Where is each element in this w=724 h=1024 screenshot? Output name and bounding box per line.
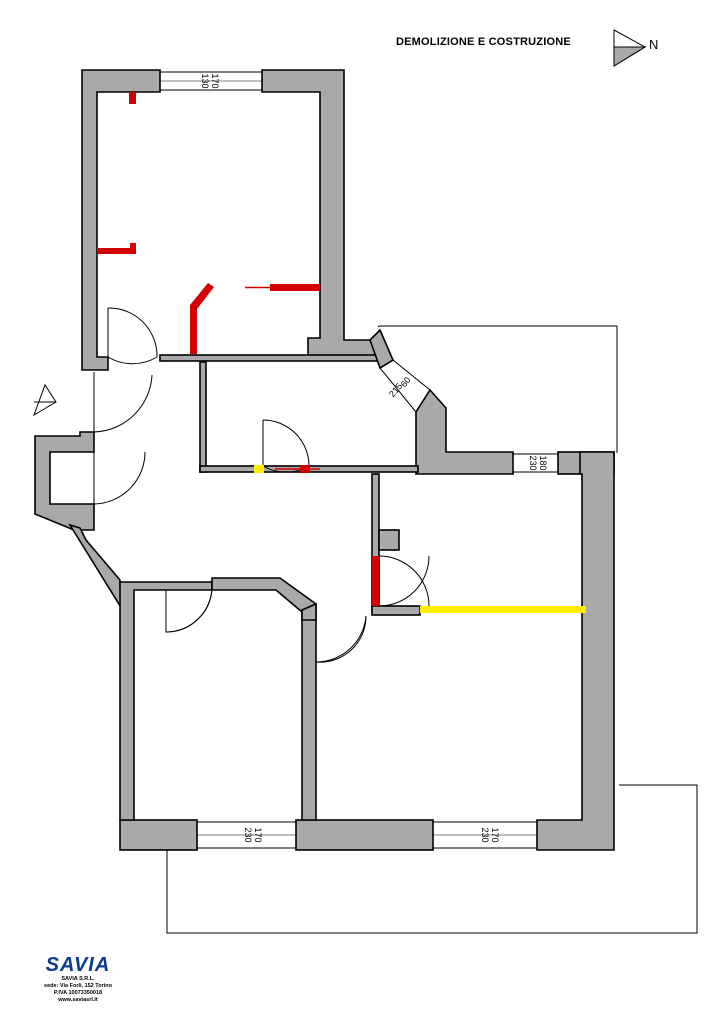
door-bottom-right-room (315, 615, 367, 663)
company-address: sede: Via Forli, 152 Torino (44, 983, 112, 989)
balcony-top-right (377, 325, 618, 453)
dim-bottom-right-window-a: 170 (490, 827, 500, 842)
wall-niche (378, 529, 400, 551)
dim-right-window-b: 230 (528, 455, 538, 470)
dim-bottom-left-window-a: 170 (253, 827, 263, 842)
wall-corridor-bottom (371, 605, 421, 616)
north-label: N (649, 37, 659, 52)
door-closet (93, 451, 146, 505)
company-website: www.saviasrl.it (58, 997, 98, 1003)
wall-top-left (81, 69, 161, 371)
wall-diagonal-block (415, 388, 514, 475)
window-top (160, 71, 262, 91)
company-name: SAVIA S.R.L. (61, 976, 95, 982)
wall-middle-top (159, 354, 391, 362)
door-entrance-upper (107, 308, 158, 365)
dim-bottom-left-window-b: 230 (243, 827, 253, 842)
company-block: SAVIA SAVIA S.R.L. sede: Via Forli, 152 … (28, 954, 128, 1004)
door-middle-room (262, 419, 310, 473)
window-right-top (513, 453, 558, 473)
wall-diagonal-upper (369, 328, 395, 370)
dim-diag-window-a: 60 (399, 375, 413, 389)
company-vat: P.IVA 10073350018 (53, 990, 103, 996)
north-arrow-icon (613, 29, 647, 67)
door-corridor (378, 555, 430, 607)
wall-middle-left (199, 361, 207, 473)
window-bottom-right (433, 821, 537, 849)
window-diagonal (379, 359, 431, 413)
demolition-marks (97, 92, 379, 606)
balcony-bottom (166, 784, 698, 934)
wall-top-right (261, 69, 395, 361)
drawing-title: DEMOLIZIONE E COSTRUZIONE (396, 36, 571, 48)
construction-marks (254, 465, 586, 613)
wall-bottom-left-right (211, 577, 317, 821)
window-bottom-left (197, 821, 296, 849)
company-logo: SAVIA (45, 954, 111, 976)
door-entrance-lower (93, 372, 153, 433)
wall-bottom-middle (295, 819, 434, 851)
dim-bottom-right-window-b: 230 (480, 827, 490, 842)
entrance-arrow-icon (33, 383, 57, 417)
door-bottom-left-room (165, 585, 213, 633)
door-entrance-upper-leaf (107, 307, 158, 358)
dim-top-window-b: 130 (200, 73, 210, 88)
wall-right (536, 451, 615, 851)
wall-left-closet (34, 431, 95, 531)
dim-right-window-a: 180 (538, 455, 548, 470)
wall-bottom-left (119, 819, 198, 851)
dim-top-window-a: 170 (210, 73, 220, 88)
